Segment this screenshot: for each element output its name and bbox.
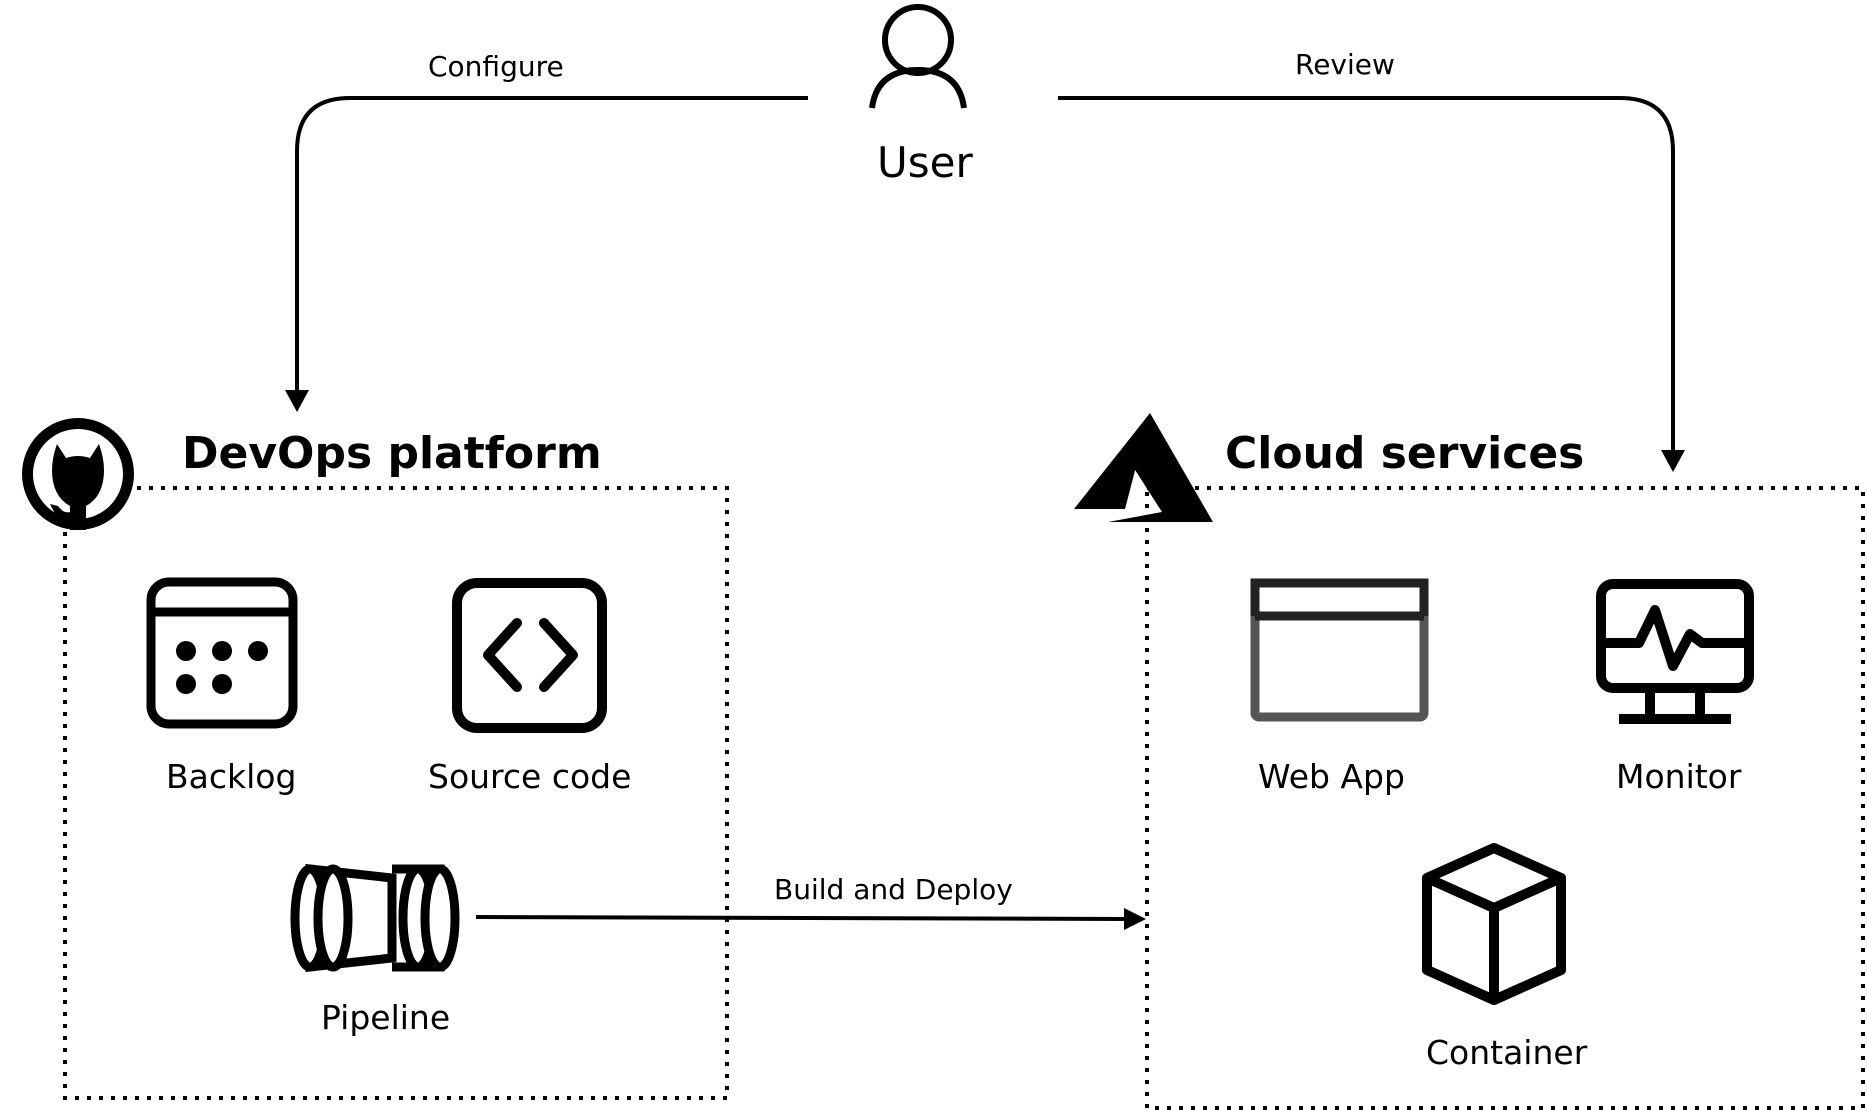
user-icon: [869, 4, 967, 109]
azure-icon: [1074, 413, 1213, 522]
web-app-label: Web App: [1258, 757, 1405, 796]
calendar-icon: [146, 577, 298, 729]
pipeline-icon: [290, 863, 460, 973]
browser-window-icon: [1250, 578, 1429, 722]
build-deploy-edge-label: Build and Deploy: [774, 873, 1013, 906]
build-deploy-arrowhead: [1124, 908, 1146, 930]
container-label: Container: [1426, 1033, 1588, 1072]
monitor-label: Monitor: [1616, 757, 1742, 796]
devops-platform-title: DevOps platform: [182, 428, 602, 479]
configure-edge-label: Configure: [428, 50, 564, 83]
source-code-label: Source code: [428, 757, 632, 796]
code-icon: [452, 578, 607, 733]
pipeline-label: Pipeline: [321, 998, 451, 1037]
cloud-services-title: Cloud services: [1225, 428, 1585, 479]
cube-icon: [1422, 843, 1566, 1005]
review-connector: [1058, 96, 1675, 462]
review-edge-label: Review: [1295, 48, 1395, 81]
github-icon: [22, 418, 134, 530]
configure-connector: [295, 96, 808, 400]
monitor-icon: [1596, 579, 1754, 724]
build-deploy-connector: [475, 915, 1129, 921]
cloud-group-boundary: [1145, 486, 1865, 1110]
user-label: User: [877, 138, 973, 187]
configure-arrowhead: [285, 390, 309, 412]
review-arrowhead: [1661, 450, 1685, 472]
backlog-label: Backlog: [166, 757, 297, 796]
